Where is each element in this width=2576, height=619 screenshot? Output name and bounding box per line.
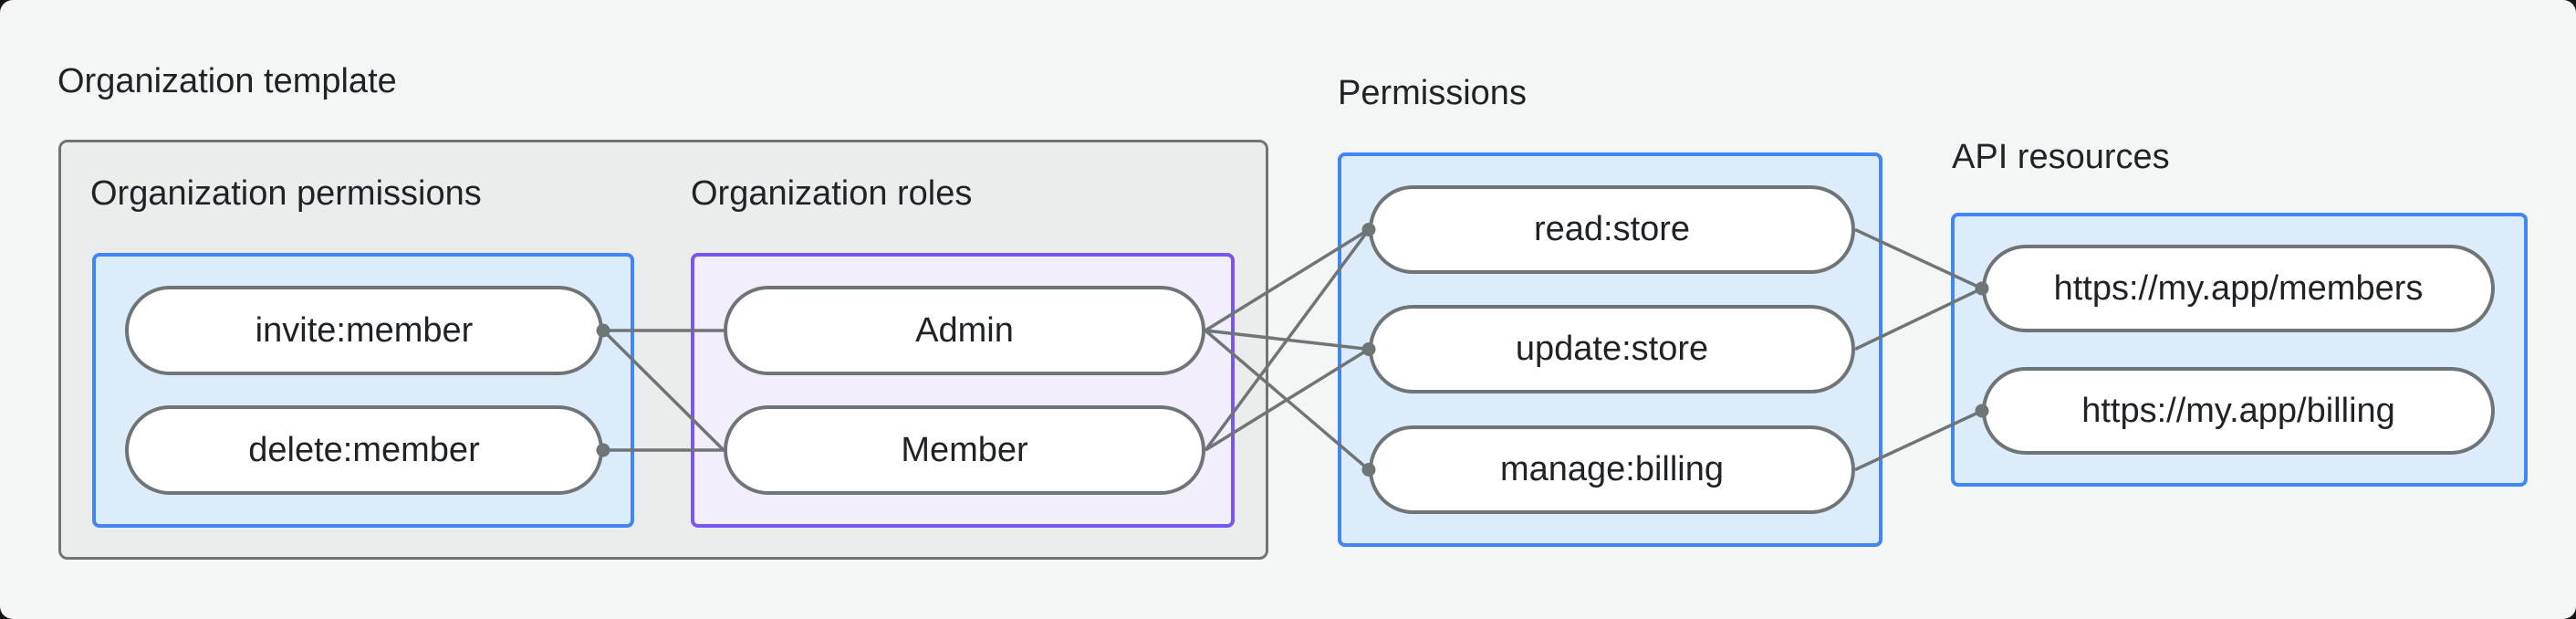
node-api-billing-url: https://my.app/billing	[1982, 367, 2495, 455]
node-admin-role: Admin	[724, 286, 1205, 375]
node-update-store: update:store	[1369, 305, 1855, 393]
node-invite-member: invite:member	[125, 286, 603, 375]
node-delete-member: delete:member	[125, 405, 603, 495]
node-member-role: Member	[724, 405, 1205, 495]
org-roles-label: Organization roles	[691, 174, 973, 213]
node-api-members-url: https://my.app/members	[1982, 245, 2495, 332]
org-template-label: Organization template	[57, 62, 397, 100]
org-permissions-label: Organization permissions	[90, 174, 482, 213]
permissions-label: Permissions	[1338, 74, 1527, 112]
node-read-store: read:store	[1369, 185, 1855, 274]
node-manage-billing: manage:billing	[1369, 425, 1855, 514]
api-resources-label: API resources	[1952, 138, 2170, 176]
